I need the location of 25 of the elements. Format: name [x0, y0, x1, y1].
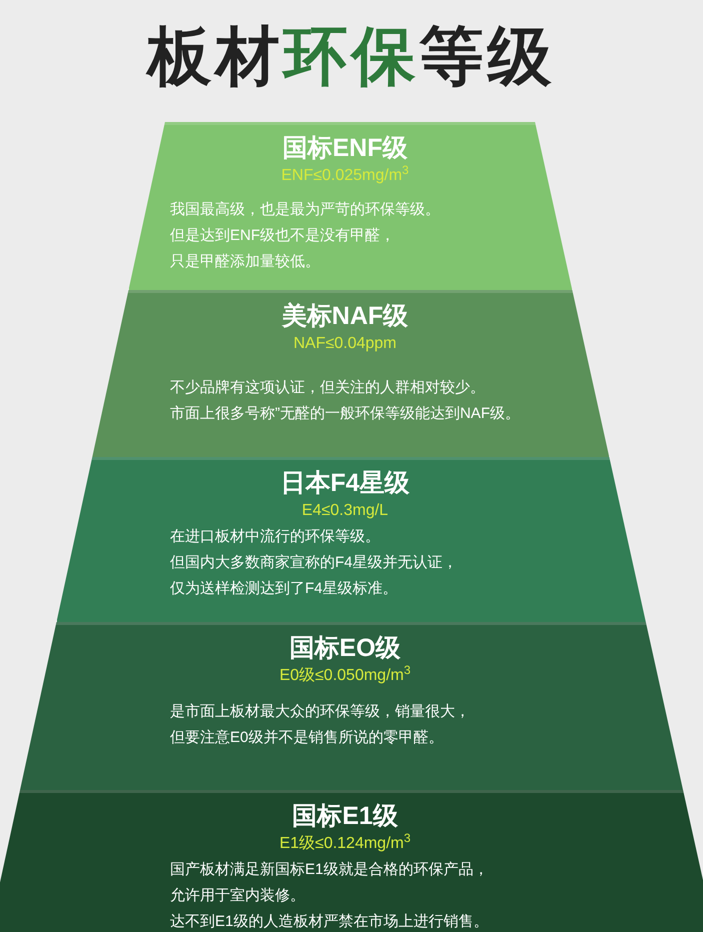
description-text: 仅为送样检测达到了F4星级标准。 — [170, 579, 399, 599]
description-text: 市面上很多号称”无醛的一般环保等级能达到NAF级。 — [170, 404, 520, 424]
limit-value: ENF≤0.025mg/m$^{3}$ — [281, 165, 409, 186]
description-text: 但要注意E0级并不是销售所说的零甲醛。 — [170, 728, 444, 748]
tier-heading: 国标ENF级 — [282, 133, 408, 164]
description-text: 达不到E1级的人造板材严禁在市场上进行销售。 — [170, 912, 488, 932]
description-text: 只是甲醛添加量较低。 — [170, 252, 321, 272]
description-text: 是市面上板材最大众的环保等级，销量很大， — [170, 702, 470, 722]
tier-heading: 国标E1级 — [292, 801, 398, 832]
tier-heading: 美标NAF级 — [282, 301, 408, 332]
description-text: 不少品牌有这项认证，但关注的人群相对较少。 — [170, 378, 486, 398]
description-text: 允许用于室内装修。 — [170, 886, 306, 906]
tier-heading: 日本F4星级 — [280, 468, 410, 499]
description-text: 在进口板材中流行的环保等级。 — [170, 527, 381, 547]
limit-value: E1级≤0.124mg/m$^{3}$ — [279, 833, 411, 854]
description-text: 我国最高级，也是最为严苛的环保等级。 — [170, 200, 440, 220]
title: 板材环保等级 — [144, 19, 556, 94]
limit-value: NAF≤0.04ppm — [293, 334, 396, 354]
description-text: 国产板材满足新国标E1级就是合格的环保产品， — [170, 860, 488, 880]
description-text: 但国内大多数商家宣称的F4星级并无认证， — [170, 553, 458, 573]
limit-value: E4≤0.3mg/L — [302, 501, 388, 521]
description-text: 但是达到ENF级也不是没有甲醛， — [170, 226, 396, 246]
pyramid-tier — [0, 790, 703, 932]
limit-value: E0级≤0.050mg/m$^{3}$ — [279, 665, 411, 686]
tier-heading: 国标EO级 — [289, 633, 401, 664]
